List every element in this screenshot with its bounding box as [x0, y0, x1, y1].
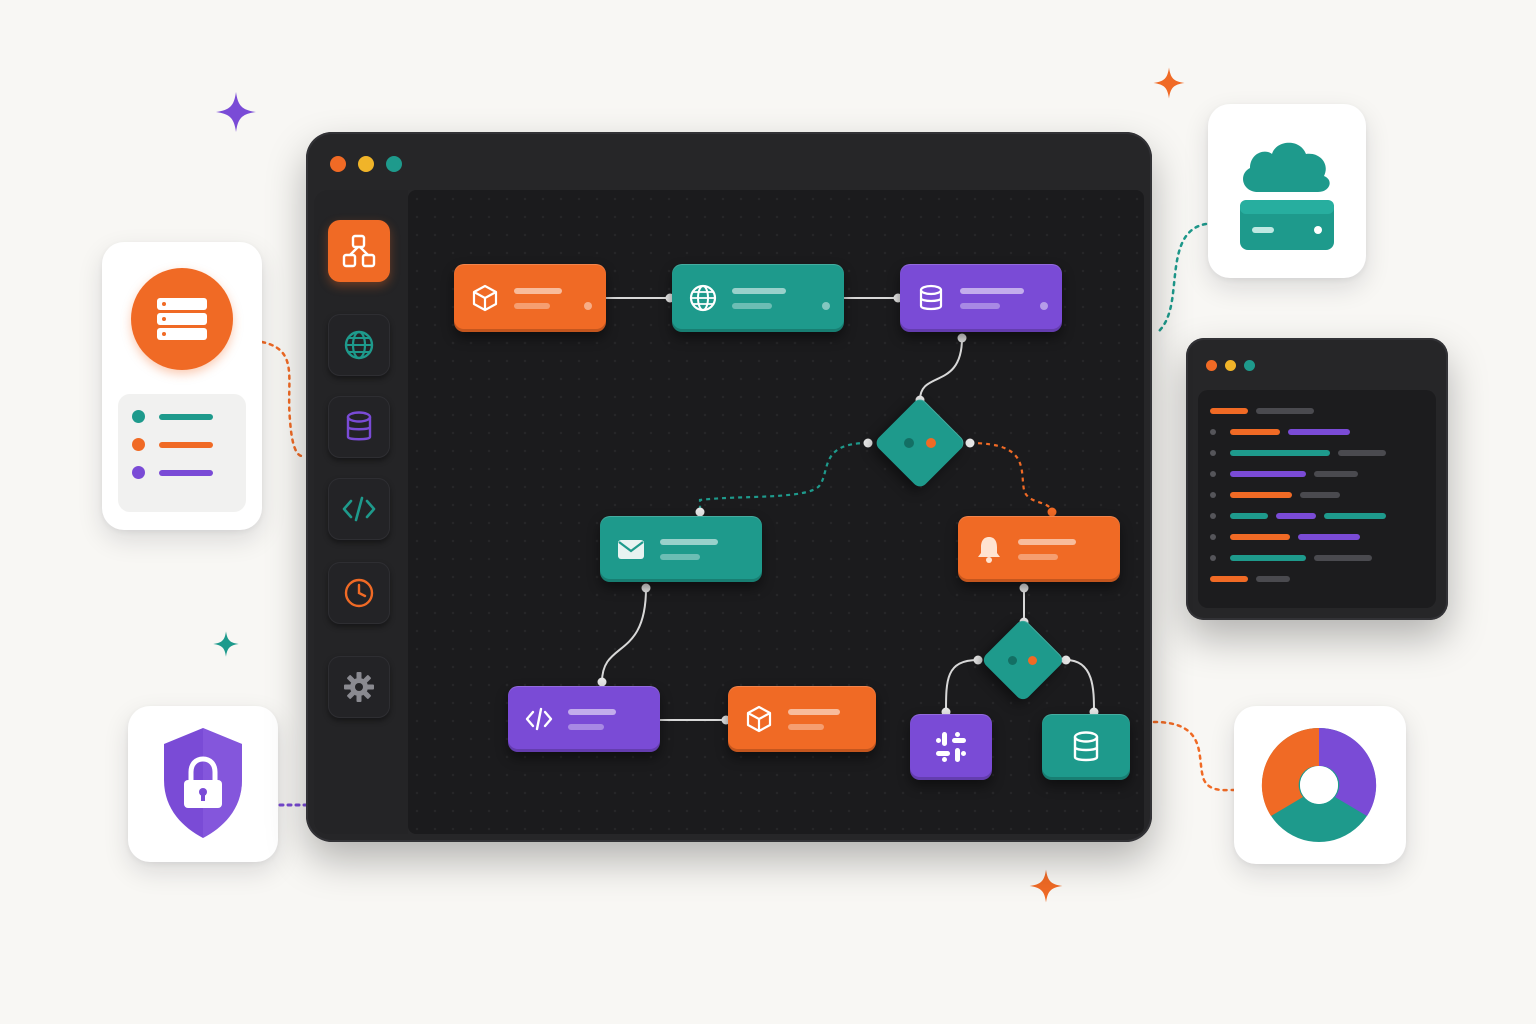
list-item: [132, 466, 213, 479]
decision-indicator: [904, 438, 914, 448]
sparkle-icon: [216, 92, 256, 132]
security-card: [128, 706, 278, 862]
list-item: [132, 438, 213, 451]
traffic-light-minimize[interactable]: [358, 156, 374, 172]
sidebar-item-network[interactable]: [328, 314, 390, 376]
decision-indicator: [1008, 656, 1017, 665]
traffic-light-maximize[interactable]: [1244, 360, 1255, 371]
code-window: [1186, 338, 1448, 620]
code-line: [1210, 574, 1394, 584]
flow-node-code[interactable]: [508, 686, 660, 752]
server-card: [102, 242, 262, 530]
flow-node-slack[interactable]: [910, 714, 992, 780]
list-item: [132, 410, 213, 423]
sparkle-icon: [1029, 869, 1063, 903]
code-line: [1210, 469, 1394, 479]
traffic-lights: [330, 156, 402, 172]
sidebar-item-workflow[interactable]: [328, 220, 390, 282]
code-line: [1210, 532, 1394, 542]
traffic-light-minimize[interactable]: [1225, 360, 1236, 371]
code-icon: [525, 707, 553, 731]
code-line: [1210, 511, 1394, 521]
sidebar-rail: [314, 190, 408, 834]
sparkle-icon: [213, 631, 239, 657]
cloud-server-icon: [1240, 142, 1334, 250]
code-icon: [342, 496, 376, 522]
globe-icon: [344, 330, 374, 360]
clock-icon: [344, 578, 374, 608]
mail-icon: [618, 540, 644, 559]
flow-node-notification[interactable]: [958, 516, 1120, 582]
flow-node-package-2[interactable]: [728, 686, 876, 752]
traffic-light-close[interactable]: [330, 156, 346, 172]
server-stack-icon: [131, 268, 233, 370]
workflow-icon: [342, 234, 376, 268]
traffic-lights: [1206, 360, 1255, 371]
code-line: [1210, 448, 1394, 458]
flow-node-email[interactable]: [600, 516, 762, 582]
sidebar-item-settings[interactable]: [328, 656, 390, 718]
database-icon: [346, 411, 372, 441]
bell-icon: [978, 537, 1000, 563]
server-list: [118, 394, 246, 512]
globe-icon: [689, 284, 717, 312]
code-line: [1210, 406, 1394, 416]
slack-icon: [936, 732, 966, 762]
code-line: [1210, 553, 1394, 563]
traffic-light-maximize[interactable]: [386, 156, 402, 172]
gear-icon: [344, 672, 374, 702]
package-icon: [472, 284, 498, 312]
package-icon: [746, 705, 772, 733]
traffic-light-close[interactable]: [1206, 360, 1217, 371]
code-line: [1210, 490, 1394, 500]
flow-node-database[interactable]: [900, 264, 1062, 332]
cloud-card: [1208, 104, 1366, 278]
database-icon: [1073, 731, 1099, 762]
flow-node-http[interactable]: [672, 264, 844, 332]
sidebar-item-code[interactable]: [328, 478, 390, 540]
flow-node-package[interactable]: [454, 264, 606, 332]
code-editor: [1198, 390, 1436, 608]
flow-node-database-2[interactable]: [1042, 714, 1130, 780]
database-icon: [919, 284, 943, 311]
decision-indicator: [1028, 656, 1037, 665]
code-line: [1210, 427, 1394, 437]
shield-lock-icon: [164, 728, 242, 838]
chart-card: [1234, 706, 1406, 864]
sidebar-item-database[interactable]: [328, 396, 390, 458]
decision-indicator: [926, 438, 936, 448]
sparkle-icon: [1153, 67, 1185, 99]
sidebar-item-schedule[interactable]: [328, 562, 390, 624]
donut-chart-icon: [1261, 727, 1377, 842]
